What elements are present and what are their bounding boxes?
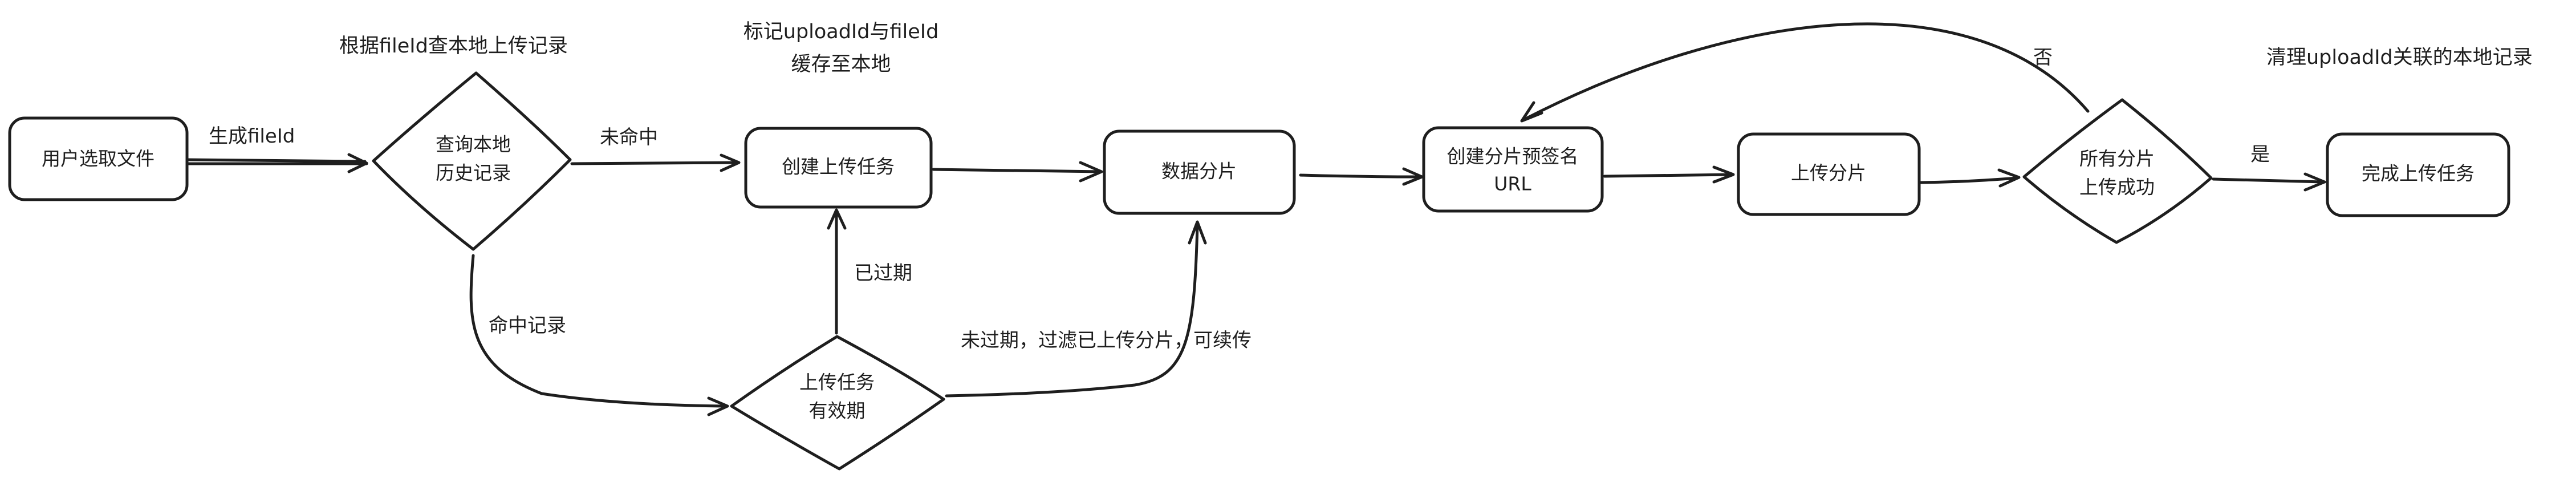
edge-query-to-valid	[469, 254, 729, 416]
node-task-valid: 上传任务 有效期	[730, 335, 945, 471]
node-upload-chunks-line-1: 上传分片	[1791, 162, 1866, 184]
note-lookup-by-file-id: 根据fileId查本地上传记录	[339, 35, 568, 58]
node-select-file: 用户选取文件	[8, 116, 189, 201]
node-complete-task: 完成上传任务	[2326, 132, 2510, 217]
edge-chunk-to-presign	[1299, 167, 1424, 186]
edge-select-to-query	[186, 153, 368, 173]
label-no: 否	[2033, 46, 2053, 69]
note-cleanup-records: 清理uploadId关联的本地记录	[2266, 46, 2533, 69]
node-upload-chunks: 上传分片	[1737, 132, 1921, 216]
label-not-expired: 未过期，过滤已上传分片，可续传	[961, 329, 1252, 352]
label-yes: 是	[2250, 143, 2270, 166]
node-task-valid-line-1: 上传任务	[799, 371, 875, 394]
label-generate-file-id: 生成fileId	[209, 125, 295, 148]
node-complete-task-line-1: 完成上传任务	[2362, 163, 2475, 185]
node-data-chunking-line-1: 数据分片	[1161, 160, 1237, 183]
edge-create-to-chunk	[932, 161, 1103, 183]
node-presign-url: 创建分片预签名 URL	[1422, 126, 1604, 213]
node-data-chunking: 数据分片	[1103, 129, 1296, 215]
label-hit-record: 命中记录	[489, 314, 566, 337]
label-expired: 已过期	[854, 262, 912, 285]
label-not-hit: 未命中	[600, 126, 658, 149]
node-presign-url-line-1: 创建分片预签名	[1447, 145, 1579, 168]
node-presign-url-line-2: URL	[1494, 173, 1531, 195]
edge-check-to-complete	[2212, 172, 2326, 192]
edge-upload-to-check	[1919, 168, 2021, 188]
node-all-uploaded: 所有分片 上传成功	[2022, 98, 2213, 244]
node-query-history: 查询本地 历史记录	[372, 71, 572, 251]
note-mark-upload-id-line-2: 缓存至本地	[791, 53, 891, 76]
edge-query-to-create	[570, 153, 741, 172]
node-select-file-line-1: 用户选取文件	[42, 148, 155, 170]
edge-check-to-presign-retry	[1520, 22, 2090, 123]
edge-valid-to-create	[827, 208, 847, 335]
node-query-history-line-1: 查询本地	[436, 133, 511, 156]
node-query-history-line-2: 历史记录	[436, 162, 511, 184]
node-all-uploaded-line-1: 所有分片	[2079, 148, 2155, 170]
edge-valid-to-chunk	[945, 220, 1207, 398]
node-task-valid-line-2: 有效期	[809, 400, 866, 422]
node-create-task-line-1: 创建上传任务	[782, 156, 895, 178]
node-all-uploaded-line-2: 上传成功	[2079, 176, 2155, 199]
node-create-task: 创建上传任务	[744, 127, 933, 209]
edge-presign-to-upload	[1603, 165, 1735, 184]
note-mark-upload-id-line-1: 标记uploadId与fileId	[743, 21, 939, 43]
edges	[186, 22, 2326, 416]
